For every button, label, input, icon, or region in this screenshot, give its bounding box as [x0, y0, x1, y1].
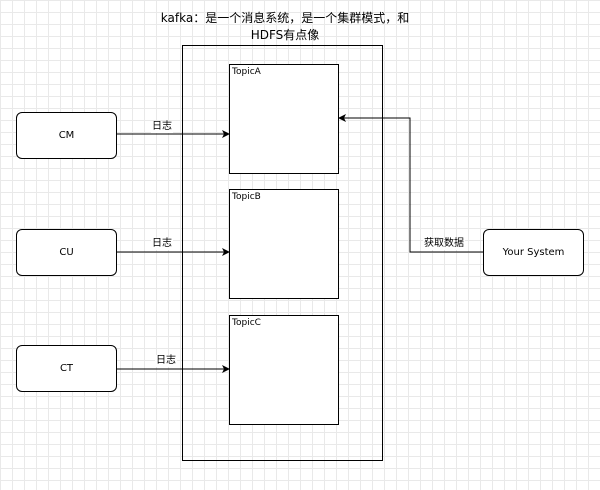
edge-label-ct: 日志	[155, 355, 177, 367]
producer-ct-label: CT	[59, 363, 74, 374]
consumer-node-your-system: Your System	[483, 229, 584, 276]
edge-label-get-data: 获取数据	[423, 238, 465, 250]
producer-node-ct: CT	[16, 345, 117, 392]
diagram-title: kafka：是一个消息系统，是一个集群模式，和HDFS有点像	[160, 11, 410, 42]
edge-your-system-to-topic-a	[338, 114, 483, 253]
topic-a-box: TopicA	[229, 64, 339, 174]
topic-c-label: TopicC	[232, 318, 261, 328]
producer-node-cu: CU	[16, 229, 117, 276]
topic-c-box: TopicC	[229, 315, 339, 425]
topic-a-label: TopicA	[232, 67, 261, 77]
topic-b-box: TopicB	[229, 189, 339, 299]
edge-label-cu: 日志	[151, 238, 173, 250]
consumer-label: Your System	[502, 247, 565, 258]
edge-label-cm: 日志	[151, 121, 173, 133]
topic-b-label: TopicB	[232, 192, 261, 202]
producer-cu-label: CU	[59, 247, 74, 258]
producer-cm-label: CM	[58, 130, 75, 141]
producer-node-cm: CM	[16, 112, 117, 159]
kafka-cluster-container	[182, 45, 383, 461]
